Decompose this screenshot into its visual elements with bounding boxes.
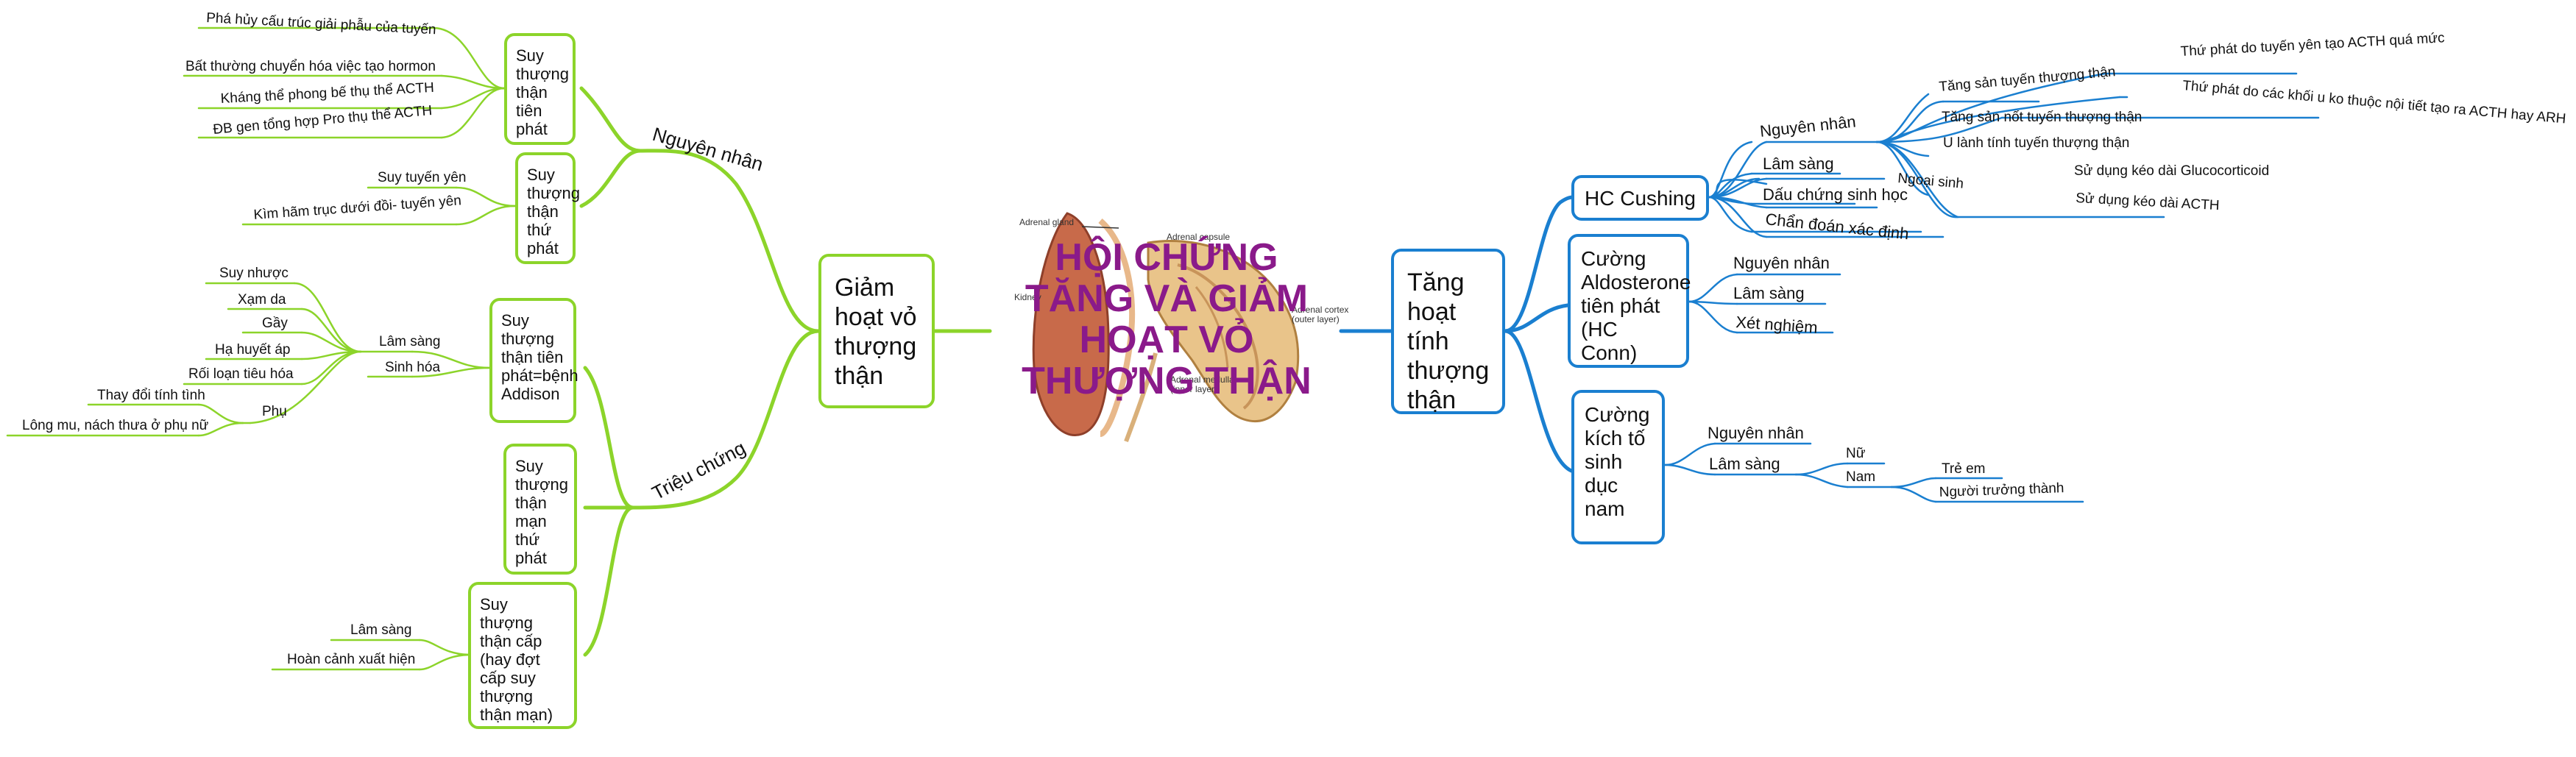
primary-cause-3: Kháng thể phong bế thụ thể ACTH <box>220 80 434 107</box>
cushing-bio: Dấu chứng sinh học <box>1763 185 1908 204</box>
right-main-topic[interactable]: Tăng hoạt tính thượng thận <box>1391 249 1505 414</box>
addison-box[interactable]: Suy thượng thận tiên phát=bệnh Addison <box>489 298 578 423</box>
conn-box[interactable]: Cường Aldosterone tiên phát (HC Conn) <box>1568 234 1691 368</box>
andro-cause: Nguyên nhân <box>1708 424 1804 442</box>
exo-item-2: Sử dụng kéo dài ACTH <box>2076 191 2220 213</box>
left-cause-label: Nguyên nhân <box>650 123 765 175</box>
androgen-text: Cường kích tố sinh dục nam <box>1585 403 1650 520</box>
image-label-adrenal-cortex: Adrenal cortex(outer layer) <box>1292 305 1348 324</box>
image-label-adrenal-gland: Adrenal gland <box>1019 217 1074 227</box>
primary-insufficiency-box[interactable]: Suy thượng thận tiên phát <box>504 33 576 145</box>
andro-male: Nam <box>1846 469 1875 485</box>
adrenal-gland-illustration: Adrenal gland Adrenal capsule Kidney Adr… <box>1014 212 1348 443</box>
minor-item-1: Thay đổi tính tình <box>97 388 205 403</box>
male-item-2: Người trưởng thành <box>1939 480 2064 500</box>
primary-cause-1: Phá hủy cấu trúc giải phẫu của tuyến <box>206 10 436 38</box>
minor-item-2: Lông mu, nách thưa ở phụ nữ <box>22 418 209 433</box>
secondary-cause-2: Kìm hãm trục dưới đồi- tuyến yên <box>253 193 462 223</box>
conn-clinical: Lâm sàng <box>1733 284 1805 302</box>
cushing-clinical: Lâm sàng <box>1763 154 1834 173</box>
central-topic-title[interactable]: HỘI CHỨNG TĂNG VÀ GIẢM HOẠT VỎ THƯỢNG TH… <box>1022 236 1312 402</box>
secondary-cause-1: Suy tuyến yên <box>378 170 466 185</box>
exo-item-1: Sử dụng kéo dài Glucocorticoid <box>2074 163 2269 179</box>
image-label-adrenal-medulla: Adrenal medulla(inner layer) <box>1170 374 1234 394</box>
right-main-topic-text: Tăng hoạt tính thượng thận <box>1407 269 1490 414</box>
cushing-text: HC Cushing <box>1585 187 1696 210</box>
cushing-nodular: Tăng sản nốt tuyến thượng thận <box>1942 110 2142 125</box>
addison-text: Suy thượng thận tiên phát=bệnh Addison <box>501 311 578 403</box>
clinical-item-1: Suy nhược <box>219 266 289 281</box>
addison-bio-label: Sinh hóa <box>385 360 440 375</box>
left-main-topic[interactable]: Giảm hoạt vỏ thượng thận <box>818 254 935 408</box>
cushing-box[interactable]: HC Cushing <box>1571 175 1709 221</box>
cushing-diagnosis: Chẩn đoán xác định <box>1764 210 1909 243</box>
acute-insufficiency-box[interactable]: Suy thượng thận cấp (hay đợt cấp suy thư… <box>468 582 577 729</box>
left-branch-connectors <box>579 86 992 657</box>
androgen-box[interactable]: Cường kích tố sinh dục nam <box>1571 390 1665 544</box>
image-label-adrenal-capsule: Adrenal capsule <box>1167 232 1230 242</box>
addison-clinical-label: Lâm sàng <box>379 334 440 349</box>
primary-insufficiency-text: Suy thượng thận tiên phát <box>516 46 569 138</box>
acute-item-2: Hoàn cảnh xuất hiện <box>287 652 415 667</box>
conn-cause: Nguyên nhân <box>1733 254 1830 272</box>
cushing-cause-label: Nguyên nhân <box>1759 112 1857 141</box>
chronic-secondary-text: Suy thượng thận mạn thứ phát <box>515 457 568 567</box>
image-label-kidney: Kidney <box>1014 292 1041 302</box>
left-symptom-label: Triệu chứng <box>648 436 749 504</box>
andro-female: Nữ <box>1846 446 1866 461</box>
clinical-item-5: Rối loạn tiêu hóa <box>188 366 294 382</box>
secondary-insufficiency-text: Suy thượng thận thứ phát <box>527 166 580 257</box>
cushing-tumor: U lành tính tuyến thượng thận <box>1943 135 2129 151</box>
left-main-topic-text: Giảm hoạt vỏ thượng thận <box>835 274 917 390</box>
clinical-item-3: Gầy <box>262 316 288 331</box>
conn-text: Cường Aldosterone tiên phát (HC Conn) <box>1581 247 1691 364</box>
acute-insufficiency-text: Suy thượng thận cấp (hay đợt cấp suy thư… <box>480 595 553 724</box>
andro-clinical: Lâm sàng <box>1709 455 1780 473</box>
acute-item-1: Lâm sàng <box>350 622 411 638</box>
right-leaf-connectors-2 <box>1663 93 2129 503</box>
clinical-item-2: Xạm da <box>238 292 286 308</box>
primary-cause-2: Bất thường chuyển hóa việc tạo hormon <box>185 59 436 74</box>
male-item-1: Trẻ em <box>1942 461 1985 477</box>
minor-label: Phụ <box>262 404 287 419</box>
hyperplasia-item-1: Thứ phát do tuyến yên tạo ACTH quá mức <box>2180 30 2445 60</box>
secondary-insufficiency-box[interactable]: Suy thượng thận thứ phát <box>515 152 580 264</box>
left-leaf-connectors <box>6 26 517 671</box>
chronic-secondary-box[interactable]: Suy thượng thận mạn thứ phát <box>503 444 577 575</box>
clinical-item-4: Hạ huyết áp <box>215 342 290 358</box>
right-branch-connectors <box>1339 195 1576 473</box>
hyperplasia-item-2: Thứ phát do các khối u ko thuộc nội tiết… <box>2182 78 2567 127</box>
